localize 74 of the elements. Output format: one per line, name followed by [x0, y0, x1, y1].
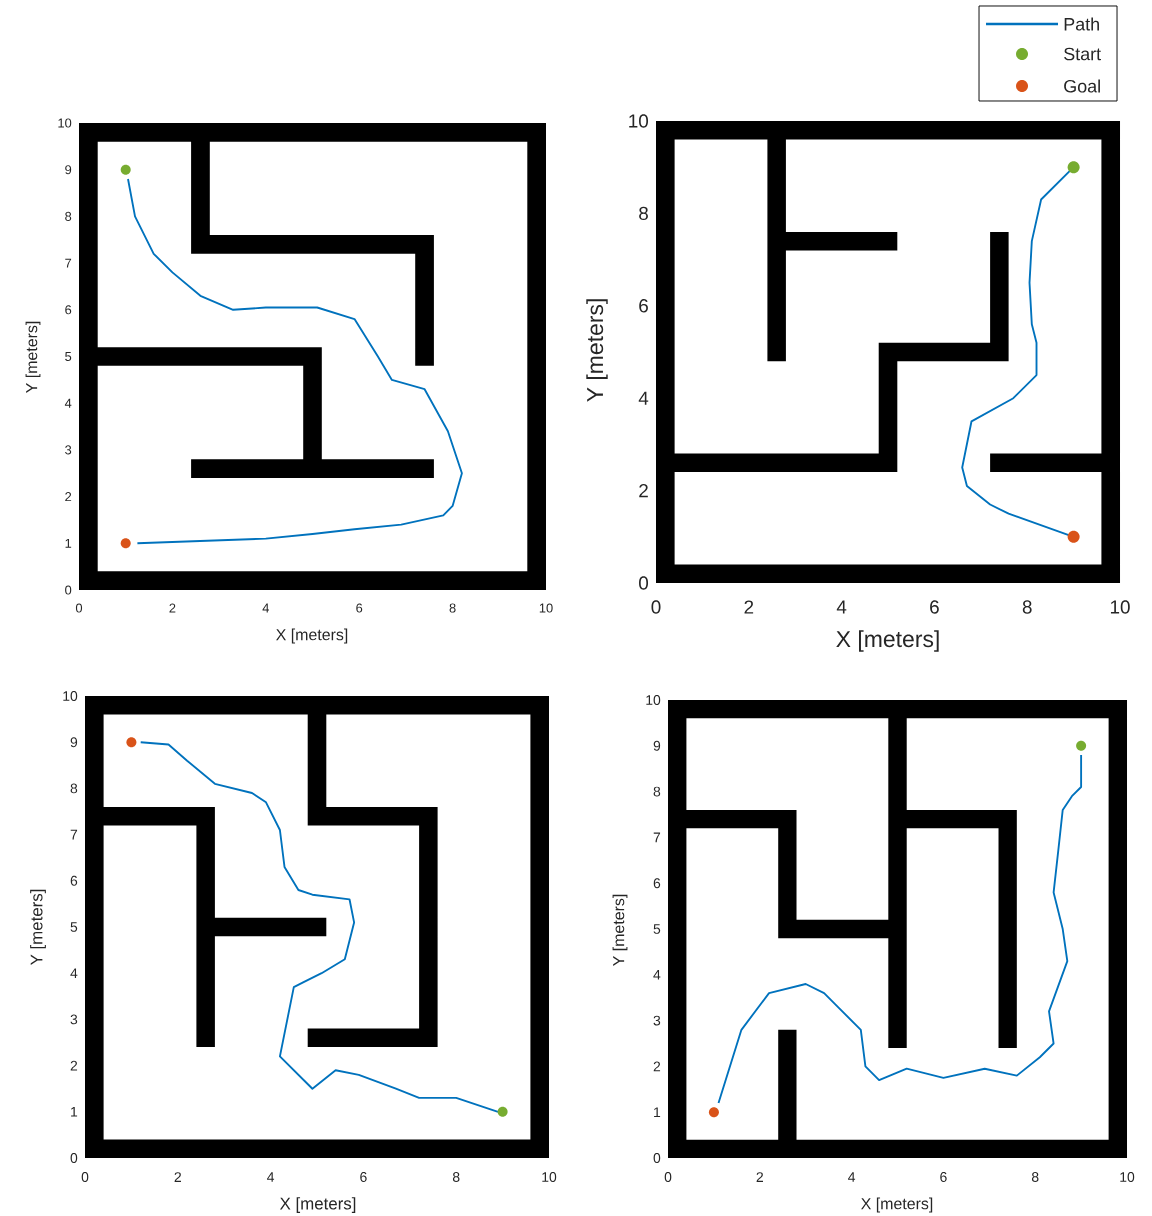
- tick-label: 2: [744, 600, 754, 614]
- tick-label: 0: [653, 1153, 661, 1163]
- axis-label: X [meters]: [279, 1197, 356, 1213]
- tick-label: 2: [653, 1061, 661, 1072]
- tick-label: 8: [70, 783, 78, 794]
- tick-label: 4: [262, 603, 269, 613]
- tick-label: 6: [930, 600, 939, 614]
- tick-label: 0: [65, 585, 72, 595]
- tick-label: 7: [65, 258, 72, 268]
- tick-label: 4: [64, 398, 72, 408]
- tick-label: 6: [653, 878, 661, 889]
- axis-label: X [meters]: [276, 628, 348, 644]
- tick-label: 2: [70, 1060, 78, 1071]
- tick-label: 4: [848, 1172, 856, 1182]
- tick-label: 6: [356, 603, 363, 613]
- tick-label: 0: [81, 1172, 89, 1182]
- legend-text: Path: [1064, 17, 1099, 31]
- tick-label: 4: [70, 968, 78, 978]
- tick-label: 10: [539, 603, 553, 613]
- legend-text: Start: [1064, 47, 1101, 61]
- tick-label: 10: [1120, 1172, 1135, 1182]
- tick-label: 4: [638, 391, 649, 405]
- tick-label: 10: [646, 695, 661, 705]
- tick-label: 2: [756, 1172, 763, 1182]
- tick-label: 9: [65, 165, 72, 175]
- axis-label: Y [meters]: [586, 299, 608, 402]
- tick-label: 0: [70, 1153, 78, 1163]
- tick-label: 0: [664, 1172, 672, 1182]
- tick-label: 8: [452, 1172, 460, 1182]
- tick-label: 1: [65, 538, 72, 548]
- tick-label: 6: [639, 299, 648, 313]
- tick-label: 9: [70, 737, 78, 748]
- tick-label: 10: [629, 114, 649, 128]
- axis-label: Y [meters]: [30, 889, 46, 966]
- tick-label: 1: [654, 1107, 661, 1117]
- tick-label: 2: [639, 484, 648, 498]
- tick-label: 8: [449, 603, 456, 613]
- tick-label: 10: [58, 118, 72, 128]
- tick-label: 0: [639, 576, 649, 590]
- axis-label: X [meters]: [861, 1197, 933, 1213]
- axis-label: Y [meters]: [25, 321, 41, 393]
- axis-label: Y [meters]: [612, 894, 628, 966]
- tick-label: 2: [174, 1172, 181, 1182]
- tick-label: 9: [653, 740, 661, 751]
- tick-label: 8: [1022, 600, 1032, 614]
- tick-label: 8: [653, 786, 661, 797]
- tick-label: 5: [70, 922, 78, 932]
- legend-text: Goal: [1064, 79, 1100, 93]
- tick-label: 5: [65, 352, 72, 361]
- tick-label: 10: [63, 691, 78, 701]
- tick-label: 3: [70, 1014, 78, 1025]
- tick-label: 6: [70, 875, 78, 886]
- tick-label: 4: [836, 600, 847, 614]
- tick-label: 6: [65, 305, 72, 315]
- tick-label: 1: [71, 1107, 78, 1117]
- tick-label: 0: [651, 600, 661, 614]
- tick-label: 2: [65, 492, 72, 502]
- tick-label: 4: [653, 970, 661, 980]
- tick-label: 6: [940, 1172, 947, 1182]
- tick-label: 0: [75, 603, 83, 613]
- tick-label: 10: [1110, 600, 1130, 614]
- tick-label: 6: [360, 1172, 367, 1182]
- axis-label: X [meters]: [836, 630, 939, 652]
- tick-label: 3: [653, 1015, 661, 1026]
- tick-label: 8: [1031, 1172, 1039, 1182]
- tick-label: 5: [653, 924, 661, 934]
- tick-label: 7: [70, 829, 78, 840]
- tick-label: 7: [653, 832, 661, 843]
- tick-label: 10: [542, 1172, 557, 1182]
- tick-label: 4: [267, 1172, 275, 1182]
- tick-label: 8: [639, 206, 648, 221]
- tick-label: 8: [65, 211, 72, 221]
- tick-label: 3: [65, 445, 72, 455]
- tick-label: 2: [169, 603, 176, 613]
